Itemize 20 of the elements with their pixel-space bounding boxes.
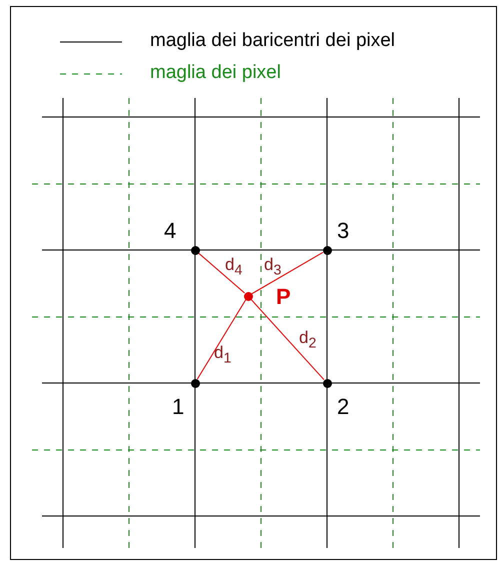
- point-label: P: [276, 286, 291, 308]
- edge-label: d$_{4}$: [225, 256, 242, 278]
- distance-line: [196, 299, 246, 380]
- point-dot: [190, 246, 200, 254]
- distance-line: [198, 252, 246, 294]
- distance-line: [251, 252, 324, 294]
- point-label: 4: [164, 220, 176, 242]
- point-label: 2: [337, 396, 350, 418]
- point-dot: [190, 378, 200, 388]
- distance-line: [250, 298, 324, 380]
- legend-label: maglia dei pixel: [150, 62, 281, 84]
- point-label: 1: [172, 396, 184, 418]
- point-label: 3: [337, 220, 350, 242]
- point-dot: [322, 246, 332, 254]
- legend-label: maglia dei baricentri dei pixel: [150, 30, 396, 52]
- edge-label: d$_{1}$: [214, 344, 232, 366]
- point-dot: [322, 378, 332, 388]
- edge-label: d$_{2}$: [299, 329, 316, 351]
- edge-label: d$_{3}$: [264, 256, 282, 278]
- point-dot: [244, 292, 252, 300]
